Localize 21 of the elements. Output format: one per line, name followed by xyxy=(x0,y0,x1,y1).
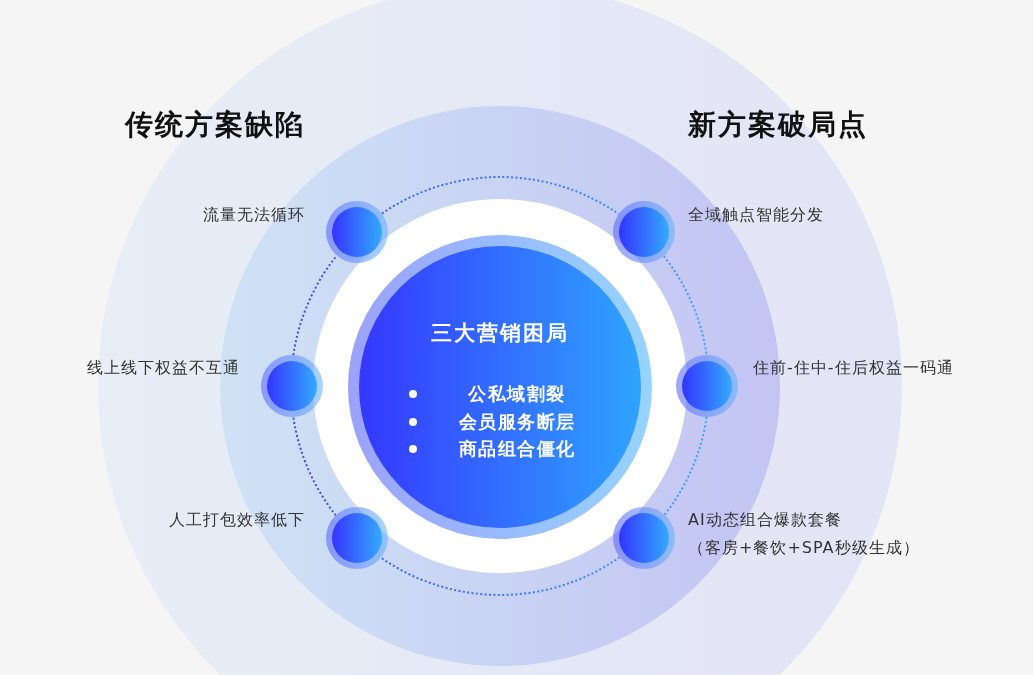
circle-title: 三大营销困局 xyxy=(431,320,569,347)
node-caption: 人工打包效率低下 xyxy=(169,509,305,531)
list-item: 公私域割裂 xyxy=(468,382,566,406)
dotted-connector xyxy=(292,415,337,517)
list-item: 会员服务断层 xyxy=(458,409,576,434)
section-heading: 新方案破局点 xyxy=(688,107,868,143)
node-caption: AI动态组合爆款套餐 xyxy=(688,509,842,531)
node-caption: 住前-住中-住后权益一码通 xyxy=(753,357,954,379)
node-caption: （客房+餐饮+SPA秒级生成） xyxy=(688,537,920,559)
node-caption: 线上线下权益不互通 xyxy=(87,357,240,379)
node-caption: 全域触点智能分发 xyxy=(688,204,824,226)
dotted-connector xyxy=(381,176,620,215)
circle-marker xyxy=(326,507,388,569)
node-caption: 流量无法循环 xyxy=(203,204,305,226)
dotted-connector xyxy=(663,415,708,516)
dotted-connector xyxy=(662,255,708,357)
list-item: 商品组合僵化 xyxy=(458,437,576,461)
section-heading: 传统方案缺陷 xyxy=(125,107,305,143)
dotted-connector xyxy=(292,254,338,357)
circle-marker xyxy=(613,507,675,569)
dotted-connector xyxy=(379,556,621,596)
